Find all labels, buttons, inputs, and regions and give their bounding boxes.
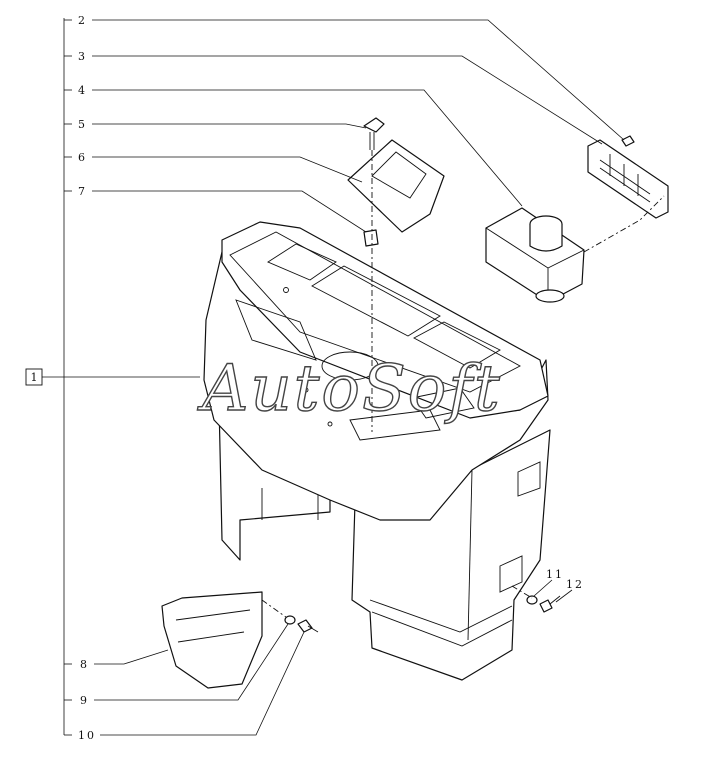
callout-11[interactable]: 11 bbox=[533, 568, 564, 597]
callout-3-label: 3 bbox=[78, 50, 87, 63]
callout-7[interactable]: 7 bbox=[64, 185, 367, 233]
callout-2-label: 2 bbox=[78, 14, 87, 27]
callout-6-label: 6 bbox=[78, 151, 87, 164]
callout-4-label: 4 bbox=[78, 84, 87, 97]
part-10-screw bbox=[297, 619, 319, 633]
part-8-cover bbox=[161, 591, 263, 689]
callout-6[interactable]: 6 bbox=[64, 151, 363, 183]
part-6-insert bbox=[347, 139, 445, 233]
console-housing bbox=[203, 221, 551, 681]
callout-2[interactable]: 2 bbox=[64, 14, 625, 141]
callout-11-label: 11 bbox=[546, 568, 564, 581]
callout-8-label: 8 bbox=[80, 658, 89, 671]
callout-5-label: 5 bbox=[78, 118, 87, 131]
callout-12[interactable]: 12 bbox=[555, 578, 584, 603]
part-5-screw bbox=[363, 117, 385, 150]
callout-10-label: 10 bbox=[78, 729, 96, 742]
callout-12-label: 12 bbox=[566, 578, 584, 591]
callout-10[interactable]: 10 bbox=[64, 631, 305, 742]
watermark: AutoSoft bbox=[197, 352, 501, 426]
part-2-screw bbox=[621, 135, 635, 147]
part-9-washer bbox=[284, 615, 296, 625]
part-12-screw bbox=[539, 595, 561, 613]
callout-9-label: 9 bbox=[80, 694, 89, 707]
part-3-vent-panel bbox=[587, 139, 669, 219]
item-1-label: 1 bbox=[31, 371, 38, 384]
callout-3[interactable]: 3 bbox=[64, 50, 603, 145]
callout-7-label: 7 bbox=[78, 185, 87, 198]
part-11-washer bbox=[526, 595, 538, 605]
part-4-module bbox=[485, 207, 585, 303]
callout-8[interactable]: 8 bbox=[64, 649, 169, 671]
callout-9[interactable]: 9 bbox=[64, 623, 289, 707]
callout-5[interactable]: 5 bbox=[64, 118, 367, 131]
callout-4[interactable]: 4 bbox=[64, 84, 523, 207]
part-7-clip bbox=[363, 229, 379, 247]
item-1-callout[interactable]: 1 bbox=[25, 368, 200, 386]
